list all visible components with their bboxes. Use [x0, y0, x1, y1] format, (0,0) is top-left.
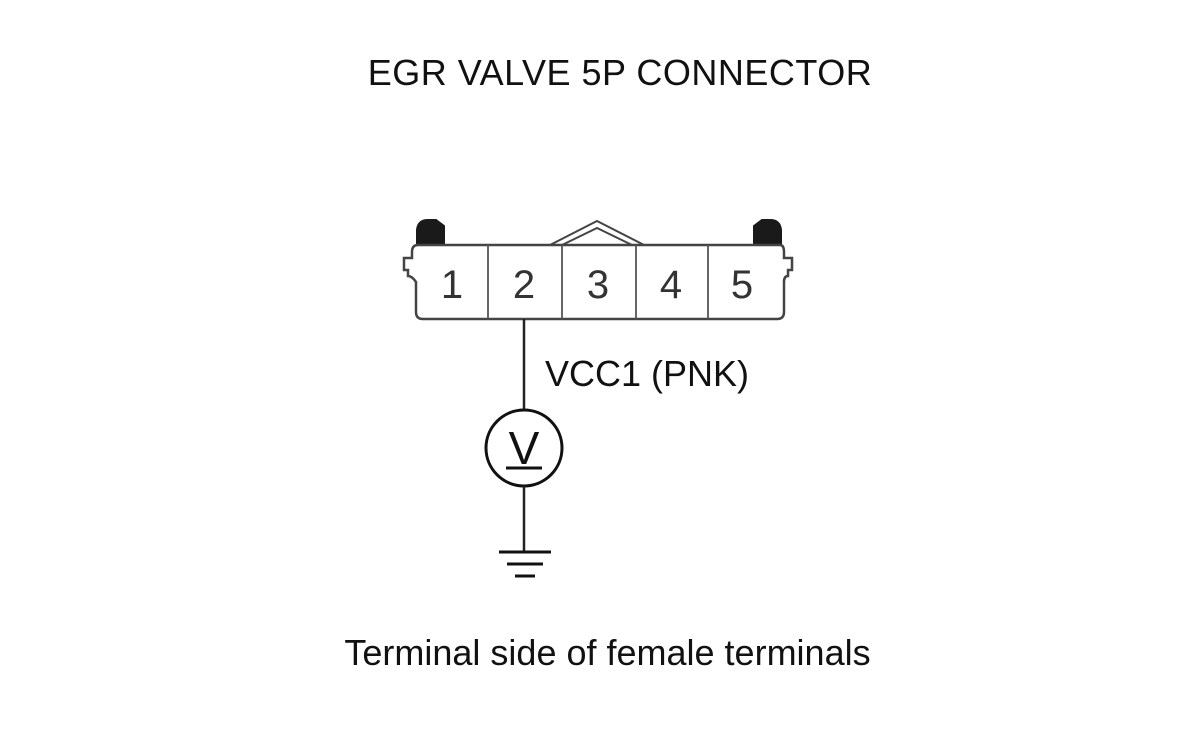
- pin-number: 3: [587, 263, 609, 307]
- pin-number: 5: [731, 263, 753, 307]
- connector-key-inner: [561, 226, 633, 246]
- diagram-title: EGR VALVE 5P CONNECTOR: [367, 52, 873, 93]
- connector-right-latch: [753, 219, 782, 248]
- wire-label: VCC1 (PNK): [545, 353, 749, 394]
- pin-number: 2: [513, 263, 535, 307]
- connector-key: [549, 219, 645, 246]
- connector-left-latch: [416, 219, 445, 248]
- voltmeter-symbol: V: [509, 422, 540, 474]
- pin-number: 1: [441, 263, 463, 307]
- diagram-caption: Terminal side of female terminals: [344, 632, 871, 673]
- ground-icon: [499, 550, 551, 578]
- connector-body: [402, 243, 794, 321]
- voltmeter-icon: V: [484, 408, 564, 488]
- pin-number: 4: [660, 263, 682, 307]
